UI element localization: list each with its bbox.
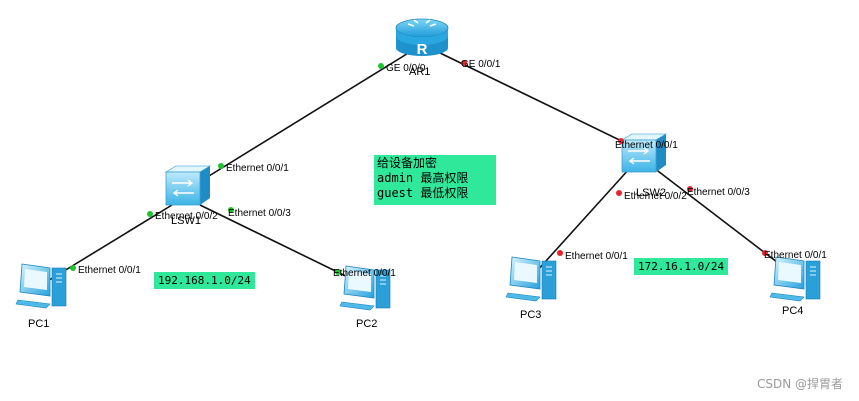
watermark: CSDN @捍胃者 — [756, 377, 843, 391]
port-dot-up — [335, 269, 341, 275]
port-label-pc2-e1: Ethernet 0/0/1 — [333, 268, 396, 279]
pc-icon[interactable] — [505, 256, 557, 302]
port-dot-up — [147, 211, 153, 217]
port-dot-up — [218, 163, 224, 169]
pc-icon[interactable] — [15, 263, 67, 309]
port-dot-down — [461, 60, 467, 66]
pc3-label: PC3 — [520, 309, 541, 321]
link-lsw1-pc1[interactable] — [45, 204, 173, 283]
pc-icon[interactable] — [339, 265, 391, 311]
port-label-lsw1-e2: Ethernet 0/0/2 — [155, 211, 218, 222]
note-line: admin 最高权限 — [377, 171, 469, 185]
links — [45, 51, 791, 283]
switch-icon[interactable] — [164, 165, 212, 206]
network-label-lsw2: 172.16.1.0/24 — [634, 258, 729, 275]
port-label-pc3-e1: Ethernet 0/0/1 — [565, 251, 628, 262]
port-dot-up — [70, 265, 76, 271]
port-dot-down — [618, 138, 624, 144]
port-dot-down — [557, 250, 563, 256]
pc2-label: PC2 — [356, 318, 377, 330]
port-label-lsw1-e1: Ethernet 0/0/1 — [226, 163, 289, 174]
link-lsw1-pc2[interactable] — [199, 204, 359, 283]
port-dot-up — [378, 63, 384, 69]
port-dot-down — [687, 186, 693, 192]
port-label-pc4-e1: Ethernet 0/0/1 — [764, 250, 827, 261]
svg-text:R: R — [417, 41, 428, 58]
port-label-ar1-ge000: GE 0/0/0 — [386, 63, 426, 74]
pc1-label: PC1 — [28, 318, 49, 330]
pc4-label: PC4 — [782, 305, 803, 317]
port-label-lsw2-e2: Ethernet 0/0/2 — [624, 191, 687, 202]
switch-icon[interactable] — [620, 133, 668, 173]
port-dot-up — [228, 207, 234, 213]
link-ar1-lsw1[interactable] — [195, 51, 411, 185]
port-dot-down — [616, 190, 622, 196]
port-label-ar1-ge001: GE 0/0/1 — [461, 59, 501, 70]
lsw2-label: LSW2 — [636, 187, 666, 199]
lsw1-label: LSW1 — [171, 215, 201, 227]
port-dots — [70, 60, 768, 275]
link-lsw2-pc3[interactable] — [535, 167, 631, 273]
port-label-lsw2-e3: Ethernet 0/0/3 — [687, 187, 750, 198]
network-label-lsw1: 192.168.1.0/24 — [154, 272, 255, 289]
note-line: guest 最低权限 — [377, 186, 469, 200]
port-label-pc1-e1: Ethernet 0/0/1 — [78, 265, 141, 276]
link-ar1-lsw2[interactable] — [437, 51, 637, 149]
router-icon[interactable]: R — [395, 18, 449, 58]
port-label-lsw1-e3: Ethernet 0/0/3 — [228, 208, 291, 219]
port-label-lsw2-e1: Ethernet 0/0/1 — [615, 140, 678, 151]
router-label: AR1 — [409, 66, 430, 78]
port-dot-down — [762, 250, 768, 256]
note-line: 给设备加密 — [377, 156, 438, 170]
pc-icon[interactable] — [769, 256, 821, 302]
